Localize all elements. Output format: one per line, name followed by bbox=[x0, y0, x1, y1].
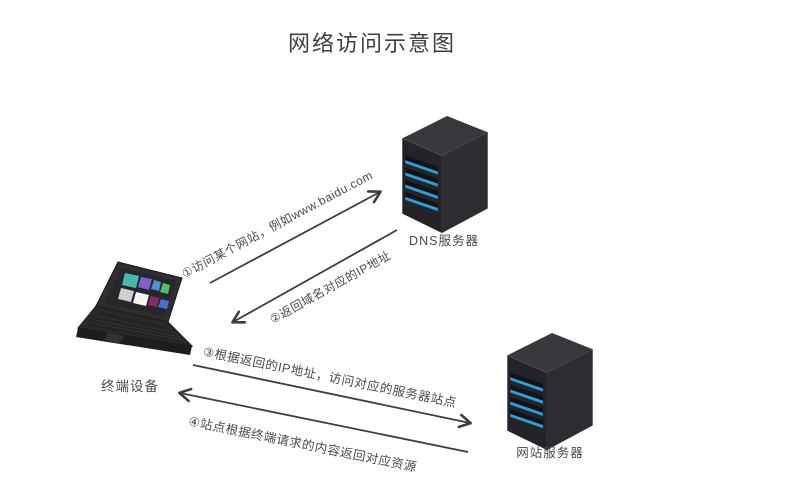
web-server-node bbox=[506, 332, 594, 452]
server-tower-icon bbox=[401, 115, 489, 235]
terminal-device-label: 终端设备 bbox=[101, 379, 159, 394]
diagram-title: 网络访问示意图 bbox=[288, 31, 457, 56]
terminal-device-node bbox=[66, 260, 201, 375]
dns-server-node bbox=[401, 115, 489, 235]
dns-server-label: DNS服务器 bbox=[409, 234, 479, 248]
arrow-1-label: ①访问某个网站，例如www.baidu.com bbox=[179, 167, 376, 281]
laptop-icon bbox=[76, 261, 194, 355]
arrow-4-label: ④站点根据终端请求的内容返回对应资源 bbox=[187, 414, 419, 475]
arrow-3-label: ③根据返回的IP地址，访问对应的服务器站点 bbox=[201, 344, 458, 411]
arrow-2-label: ②返回域名对应的IP地址 bbox=[267, 248, 394, 327]
server-tower-icon bbox=[506, 332, 594, 452]
web-server-label: 网站服务器 bbox=[516, 446, 584, 460]
